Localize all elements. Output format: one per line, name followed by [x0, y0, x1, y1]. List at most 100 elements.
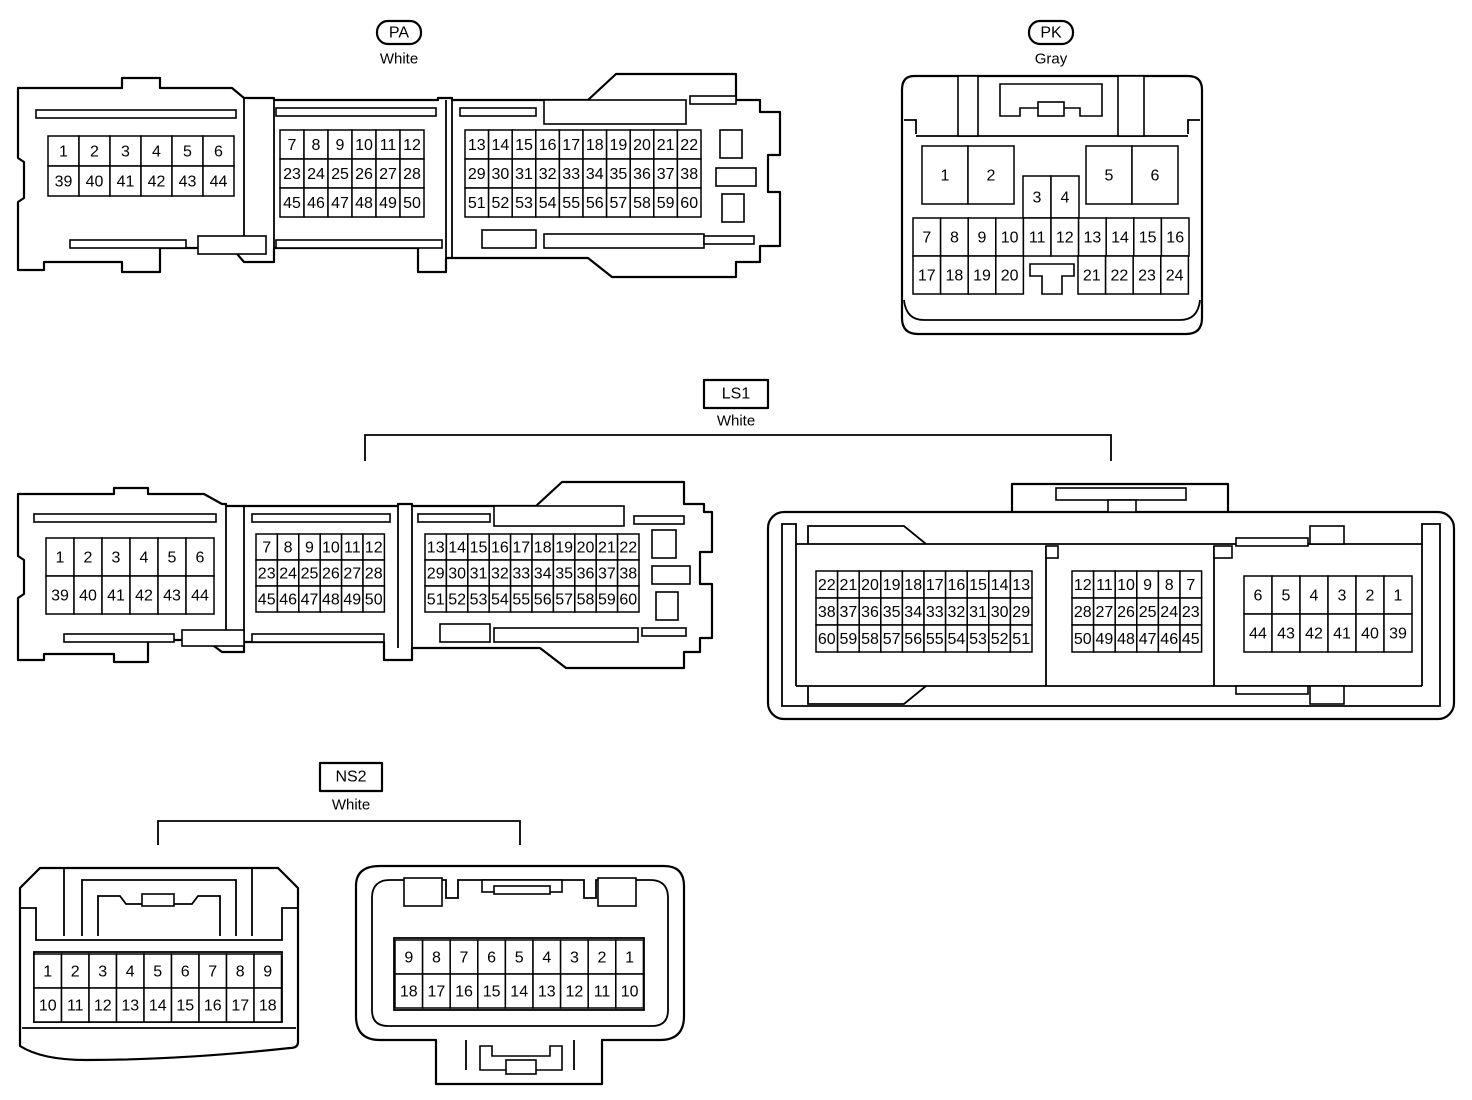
ls1-male-pin-label: 31: [969, 604, 987, 621]
ls1-male-pin-cell: [1383, 613, 1413, 653]
ls1-female-pin-label: 57: [555, 592, 573, 609]
pa-pin-label: 46: [307, 195, 325, 212]
ls1-female-pin-label: 5: [168, 550, 177, 567]
ls1-female-pin-label: 44: [191, 588, 209, 605]
pa-pin-cell: [171, 135, 204, 167]
ls1-male-pin-label: 38: [818, 604, 836, 621]
ls1-female-pin-label: 23: [258, 566, 276, 583]
ls1-female-pin-label: 54: [491, 592, 509, 609]
ls1-female-pin-label: 43: [163, 588, 181, 605]
ns2-male-pin-cell: [615, 973, 645, 1009]
pa-pin-label: 57: [610, 195, 628, 212]
pa-pin-label: 36: [633, 166, 651, 183]
pa-pin-cell: [399, 187, 425, 218]
ls1-female-pin-label: 53: [470, 592, 488, 609]
ls1-female-pin-label: 11: [344, 540, 361, 557]
ls1-female-pin-label: 18: [534, 540, 552, 557]
ns2-female-pin-label: 11: [67, 998, 84, 1015]
pa-pin-label: 26: [355, 166, 373, 183]
ns2-female-pin-cell: [88, 953, 118, 989]
ls1-female-pin-label: 39: [51, 588, 69, 605]
pa-pin-cell: [109, 135, 142, 167]
ls1-male-pin-label: 33: [926, 604, 944, 621]
ls1-male-pin-label: 24: [1160, 604, 1178, 621]
pa-pin-label: 27: [379, 166, 397, 183]
ls1-female-pin-label: 10: [322, 540, 340, 557]
ls1-female-pin-label: 35: [555, 566, 573, 583]
pa-pin-label: 41: [117, 174, 135, 191]
pa-pin-label: 33: [562, 166, 580, 183]
ns2-female-pin-label: 5: [153, 964, 162, 981]
pa-pin-label: 5: [183, 144, 192, 161]
ls1-female-pin-label: 26: [322, 566, 340, 583]
ls1-female-pin-cell: [73, 537, 103, 577]
pa-pin-label: 42: [148, 174, 166, 191]
pk-pin-label: 7: [922, 230, 931, 247]
pk-pin-cell: [1131, 145, 1179, 205]
ls1-male-pin-label: 41: [1333, 626, 1351, 643]
ls1-male-pin-cell: [1179, 624, 1203, 653]
pa-pin-label: 40: [86, 174, 104, 191]
ls1-female-pin-label: 3: [112, 550, 121, 567]
ls1-female-pin-label: 51: [427, 592, 445, 609]
ns2-male-pin-cell: [587, 973, 617, 1009]
ls1-female-pin-label: 13: [427, 540, 445, 557]
ls1-male-pin-label: 3: [1338, 588, 1347, 605]
ls1-female-pin-label: 28: [365, 566, 383, 583]
ls1-female-pin-label: 15: [470, 540, 488, 557]
ls1-female-pin-label: 31: [470, 566, 488, 583]
pa-pin-label: 56: [586, 195, 604, 212]
ns2-female-pin-label: 9: [263, 964, 272, 981]
ns2-male-pin-label: 15: [483, 984, 501, 1001]
ls1-female-pin-label: 2: [84, 550, 93, 567]
pa-pin-label: 60: [680, 195, 698, 212]
ls1-female-pin-label: 45: [258, 592, 276, 609]
ns2-female-pin-label: 13: [121, 998, 139, 1015]
ns2-female-pin-label: 7: [208, 964, 217, 981]
ls1-female-pin-label: 33: [512, 566, 530, 583]
ns2-female-pin-label: 14: [149, 998, 167, 1015]
pa-pin-label: 18: [586, 137, 604, 154]
pk-pin-cell: [1077, 255, 1107, 295]
ls1-female-pin-cell: [73, 575, 103, 615]
ns2-male-pin-cell: [449, 939, 479, 975]
ls1-male-pin-label: 49: [1096, 631, 1114, 648]
ls1-female-pin-label: 7: [262, 540, 271, 557]
pa-pin-cell: [375, 187, 401, 218]
pa-code: PA: [389, 25, 409, 42]
pa-pin-cell: [47, 165, 80, 197]
ls1-female-pin-label: 52: [448, 592, 466, 609]
ls1-color: White: [717, 413, 755, 430]
ls1-male-pin-label: 29: [1012, 604, 1030, 621]
ls1-male-pin-label: 16: [948, 577, 966, 594]
ls1-male-pin-label: 59: [840, 631, 858, 648]
pa-color: White: [380, 51, 418, 68]
ls1-male-pin-label: 60: [818, 631, 836, 648]
ns2-male-pin-label: 8: [432, 950, 441, 967]
ls1-female-pin-label: 34: [534, 566, 552, 583]
ls1-female-pin-label: 16: [491, 540, 509, 557]
pa-pin-cell: [279, 158, 305, 189]
ls1-female-pin-cell: [101, 575, 131, 615]
ns2-female-pin-label: 15: [176, 998, 194, 1015]
pk-pin-label: 20: [1001, 268, 1019, 285]
ls1-male-pin-label: 19: [883, 577, 901, 594]
ns2-female-pin-cell: [253, 987, 283, 1023]
ls1-male-pin-label: 17: [926, 577, 944, 594]
ls1-female-pin-label: 17: [512, 540, 530, 557]
pa-pin-label: 19: [610, 137, 628, 154]
pa-pin-cell: [202, 135, 235, 167]
ns2-female-pin-label: 16: [204, 998, 222, 1015]
ls1-male-pin-label: 36: [861, 604, 879, 621]
pk-pin-label: 21: [1083, 268, 1101, 285]
pa-pin-cell: [327, 158, 353, 189]
pa-pin-label: 34: [586, 166, 604, 183]
pa-pin-label: 39: [55, 174, 73, 191]
pa-pin-cell: [202, 165, 235, 197]
ns2-female-pin-label: 2: [71, 964, 80, 981]
ns2-male-housing: [354, 864, 686, 1086]
ns2-male-pin-label: 7: [460, 950, 469, 967]
pa-pin-label: 13: [468, 137, 486, 154]
ls1-female-pin-label: 59: [598, 592, 616, 609]
